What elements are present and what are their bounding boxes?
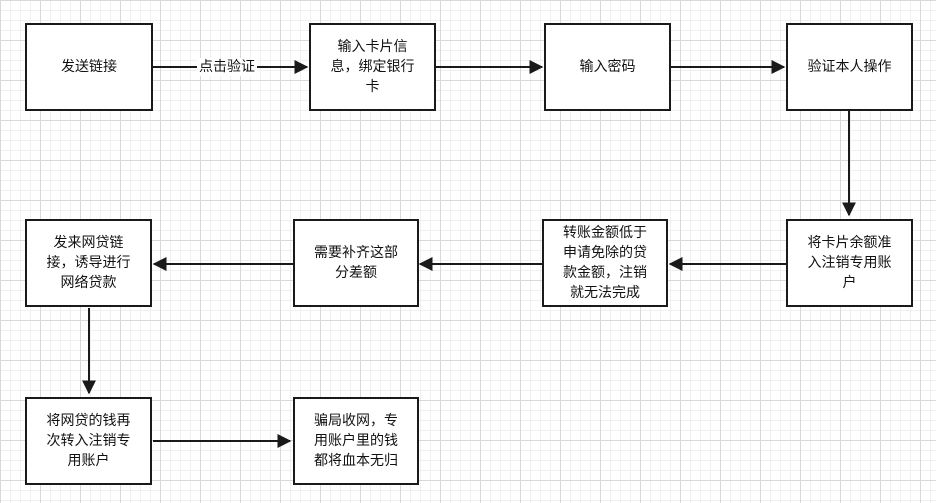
node-transfer-balance: 将卡片余额准 入注销专用账 户 — [786, 219, 913, 307]
node-card-info-text: 输入卡片信 息，绑定银行 卡 — [330, 39, 415, 95]
node-enter-password: 输入密码 — [544, 23, 671, 111]
node-send-link: 发送链接 — [25, 23, 153, 111]
node-loan-transfer-text: 将网贷的钱再 次转入注销专 用账户 — [46, 413, 131, 469]
node-loan-transfer: 将网贷的钱再 次转入注销专 用账户 — [25, 397, 152, 485]
node-send-link-text: 发送链接 — [61, 59, 117, 75]
node-make-up-difference: 需要补齐这部 分差额 — [293, 219, 419, 307]
node-scam-end-text: 骗局收网，专 用账户里的钱 都将血本无归 — [314, 413, 398, 469]
node-verify-operation-text: 验证本人操作 — [807, 59, 892, 75]
node-amount-too-low-text: 转账金额低于 申请免除的贷 款金额，注销 就无法完成 — [563, 225, 647, 301]
node-make-up-difference-text: 需要补齐这部 分差额 — [314, 245, 398, 281]
node-enter-password-text: 输入密码 — [579, 59, 636, 75]
node-scam-end: 骗局收网，专 用账户里的钱 都将血本无归 — [293, 397, 419, 485]
node-loan-link: 发来网贷链 接，诱导进行 网络贷款 — [25, 219, 152, 307]
node-verify-operation: 验证本人操作 — [786, 23, 913, 111]
edge-label-click-verify: 点击验证 — [197, 58, 257, 76]
node-transfer-balance-text: 将卡片余额准 入注销专用账 户 — [807, 235, 892, 291]
node-loan-link-text: 发来网贷链 接，诱导进行 网络贷款 — [46, 235, 131, 291]
node-card-info: 输入卡片信 息，绑定银行 卡 — [309, 23, 436, 111]
node-amount-too-low: 转账金额低于 申请免除的贷 款金额，注销 就无法完成 — [542, 219, 668, 307]
